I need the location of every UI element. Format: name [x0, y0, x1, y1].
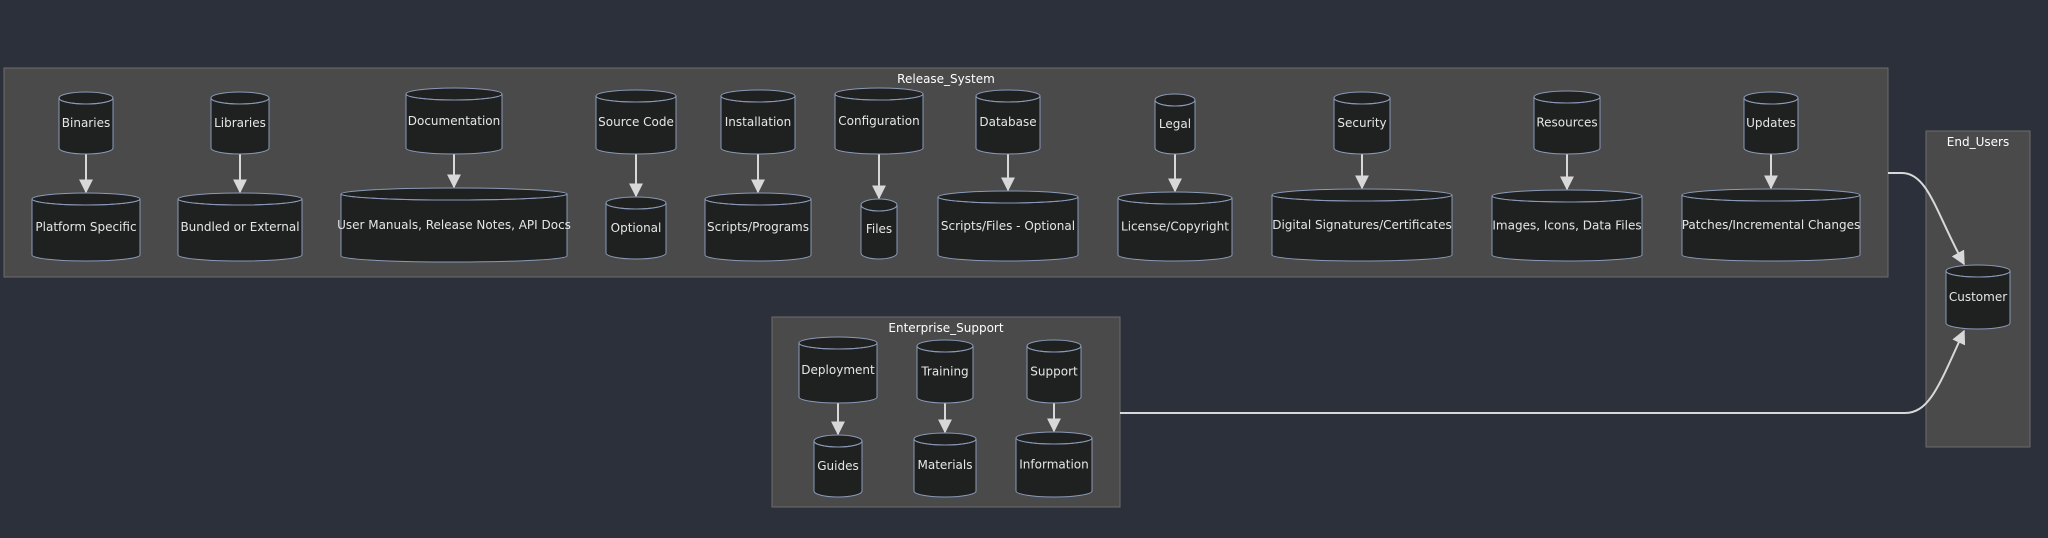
node-label: Installation — [725, 115, 791, 129]
cylinder-rim — [405, 93, 503, 101]
cluster-title: End_Users — [1947, 135, 2009, 149]
cylinder-rim — [1743, 97, 1799, 105]
cylinder-rim — [860, 204, 898, 212]
cylinder-rim — [210, 97, 270, 105]
node-label: User Manuals, Release Notes, API Docs — [337, 218, 571, 232]
node-platform[interactable]: Platform Specific — [31, 192, 141, 262]
edge-Enterprise_Support-to-customer — [1120, 329, 1966, 414]
node-label: Files — [866, 222, 892, 236]
node-label: Guides — [817, 459, 859, 473]
node-label: Customer — [1949, 290, 2007, 304]
node-label: Bundled or External — [180, 220, 299, 234]
node-bundled[interactable]: Bundled or External — [177, 192, 303, 262]
cylinder-rim — [58, 97, 114, 105]
node-label: Information — [1019, 458, 1088, 472]
node-label: Updates — [1746, 116, 1796, 130]
node-label: Platform Specific — [35, 220, 136, 234]
node-installation[interactable]: Installation — [720, 89, 796, 155]
node-sourcecode[interactable]: Source Code — [595, 89, 677, 155]
node-updates[interactable]: Updates — [1743, 91, 1799, 155]
node-label: Digital Signatures/Certificates — [1272, 218, 1452, 232]
node-label: Patches/Incremental Changes — [1682, 218, 1861, 232]
cluster-title: Enterprise_Support — [888, 321, 1003, 335]
node-guides[interactable]: Guides — [813, 434, 863, 498]
cylinder-rim — [1117, 197, 1233, 205]
cylinder-rim — [605, 202, 667, 210]
node-scripts[interactable]: Scripts/Programs — [704, 192, 812, 262]
node-label: Configuration — [838, 114, 919, 128]
cylinder-rim — [1333, 97, 1391, 105]
node-information[interactable]: Information — [1015, 431, 1093, 498]
node-images[interactable]: Images, Icons, Data Files — [1491, 189, 1643, 262]
cylinder-rim — [1533, 96, 1601, 104]
node-manuals[interactable]: User Manuals, Release Notes, API Docs — [337, 187, 571, 263]
node-label: Materials — [917, 458, 972, 472]
edge-Release_System-to-customer — [1888, 172, 1965, 266]
node-legal[interactable]: Legal — [1154, 93, 1196, 155]
cylinder-rim — [834, 93, 924, 101]
node-label: Database — [979, 115, 1036, 129]
cylinder-rim — [1271, 194, 1453, 202]
node-license[interactable]: License/Copyright — [1117, 191, 1233, 262]
cylinder-rim — [937, 196, 1079, 204]
cylinder-rim — [1681, 194, 1861, 202]
cylinder-rim — [1154, 99, 1196, 107]
node-customer[interactable]: Customer — [1945, 264, 2011, 330]
cylinder-rim — [595, 95, 677, 103]
node-support[interactable]: Support — [1026, 339, 1082, 404]
cylinder-rim — [1026, 345, 1082, 353]
node-optional[interactable]: Optional — [605, 196, 667, 260]
node-label: Security — [1337, 116, 1386, 130]
node-deployment[interactable]: Deployment — [798, 336, 878, 404]
node-training[interactable]: Training — [916, 339, 974, 404]
node-label: Scripts/Files - Optional — [941, 219, 1075, 233]
cylinder-rim — [975, 95, 1041, 103]
node-patches[interactable]: Patches/Incremental Changes — [1681, 188, 1861, 262]
cylinder-rim — [813, 440, 863, 448]
node-label: Libraries — [214, 116, 266, 130]
node-binaries[interactable]: Binaries — [58, 91, 114, 155]
node-documentation[interactable]: Documentation — [405, 87, 503, 155]
cylinder-rim — [31, 198, 141, 206]
cylinder-rim — [1491, 195, 1643, 203]
cylinder-rim — [704, 198, 812, 206]
node-files[interactable]: Files — [860, 198, 898, 260]
node-database[interactable]: Database — [975, 89, 1041, 155]
cylinder-rim — [1945, 270, 2011, 278]
node-label: Support — [1030, 365, 1078, 379]
node-label: Source Code — [598, 115, 674, 129]
node-label: Images, Icons, Data Files — [1492, 219, 1641, 233]
node-label: Legal — [1159, 117, 1191, 131]
node-label: Optional — [611, 221, 662, 235]
node-scriptsfiles[interactable]: Scripts/Files - Optional — [937, 190, 1079, 262]
cylinder-rim — [798, 342, 878, 350]
node-label: License/Copyright — [1121, 220, 1229, 234]
node-label: Binaries — [62, 116, 110, 130]
cylinder-rim — [1015, 437, 1093, 445]
node-label: Deployment — [801, 363, 875, 377]
node-resources[interactable]: Resources — [1533, 90, 1601, 155]
node-security[interactable]: Security — [1333, 91, 1391, 155]
cylinder-rim — [340, 193, 568, 201]
node-materials[interactable]: Materials — [913, 432, 977, 498]
node-label: Training — [920, 365, 968, 379]
node-label: Documentation — [408, 114, 501, 128]
node-libraries[interactable]: Libraries — [210, 91, 270, 155]
node-label: Resources — [1536, 116, 1597, 130]
cylinder-rim — [913, 438, 977, 446]
cluster-title: Release_System — [897, 72, 995, 86]
cylinder-rim — [916, 345, 974, 353]
node-configuration[interactable]: Configuration — [834, 87, 924, 155]
node-label: Scripts/Programs — [707, 220, 809, 234]
cylinder-rim — [177, 198, 303, 206]
node-signatures[interactable]: Digital Signatures/Certificates — [1271, 188, 1453, 262]
cylinder-rim — [720, 95, 796, 103]
